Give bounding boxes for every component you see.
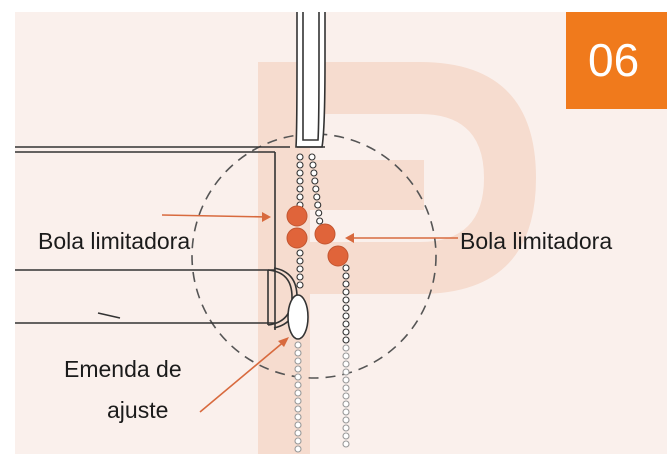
chain-bead (294, 389, 302, 397)
chain-bead (294, 349, 302, 357)
stop-balls (286, 205, 349, 267)
stop-ball (286, 227, 308, 249)
chain-bead (312, 185, 320, 193)
mounting-rail (295, 12, 326, 148)
label-left-stop-ball: Bola limitadora (38, 228, 191, 254)
chain-bead (342, 264, 350, 272)
chain-bead (294, 421, 302, 429)
chain-bead (296, 257, 304, 265)
chain-bead (294, 437, 302, 445)
chain-bead (342, 376, 350, 384)
step-number-badge: 06 (566, 12, 667, 109)
chain-bead (342, 344, 350, 352)
chain-bead (294, 429, 302, 437)
chain-bead (342, 280, 350, 288)
chain-bead (342, 384, 350, 392)
roller-bracket (15, 146, 298, 330)
chain-bead (314, 201, 322, 209)
chain-bead (342, 408, 350, 416)
chain-bead (342, 424, 350, 432)
chain-bead (294, 413, 302, 421)
arrow-left-stop-ball (161, 212, 271, 222)
stop-ball (286, 205, 308, 227)
chain-bead (296, 249, 304, 257)
chain-bead (296, 281, 304, 289)
stop-ball (314, 223, 336, 245)
chain-bead (342, 288, 350, 296)
chain-bead (296, 153, 304, 161)
chain-bead (342, 400, 350, 408)
chain-bead (342, 336, 350, 344)
chain-bead (315, 209, 323, 217)
chain-bead (296, 193, 304, 201)
chain-bead (309, 161, 317, 169)
chain-bead (296, 185, 304, 193)
arrow-splice (199, 337, 289, 413)
chain-bead (296, 177, 304, 185)
chain-bead (342, 392, 350, 400)
chain-bead (342, 352, 350, 360)
chain-bead (294, 405, 302, 413)
label-splice-line2: ajuste (107, 397, 169, 423)
chain-bead (296, 273, 304, 281)
chain-bead (308, 153, 316, 161)
label-splice-line1: Emenda de (64, 356, 182, 382)
chain-bead (342, 432, 350, 440)
chain-bead (294, 381, 302, 389)
stop-ball (327, 245, 349, 267)
chain-bead (296, 169, 304, 177)
connector-splice (287, 294, 309, 340)
chain-bead (294, 397, 302, 405)
chain-bead (342, 368, 350, 376)
chain-bead (296, 161, 304, 169)
chain-bead (342, 360, 350, 368)
bead-chain (294, 153, 350, 453)
chain-bead (311, 177, 319, 185)
chain-bead (342, 416, 350, 424)
chain-bead (313, 193, 321, 201)
chain-bead (342, 296, 350, 304)
chain-bead (294, 341, 302, 349)
chain-bead (294, 373, 302, 381)
chain-bead (342, 272, 350, 280)
arrow-right-stop-ball (345, 233, 458, 243)
chain-bead (294, 365, 302, 373)
chain-bead (342, 320, 350, 328)
chain-bead (342, 440, 350, 448)
chain-bead (342, 304, 350, 312)
chain-bead (294, 445, 302, 453)
chain-bead (316, 217, 324, 225)
label-right-stop-ball: Bola limitadora (460, 228, 613, 254)
detail-circle (191, 133, 437, 379)
chain-bead (310, 169, 318, 177)
chain-bead (296, 265, 304, 273)
chain-bead (342, 312, 350, 320)
chain-bead (342, 328, 350, 336)
chain-bead (294, 357, 302, 365)
